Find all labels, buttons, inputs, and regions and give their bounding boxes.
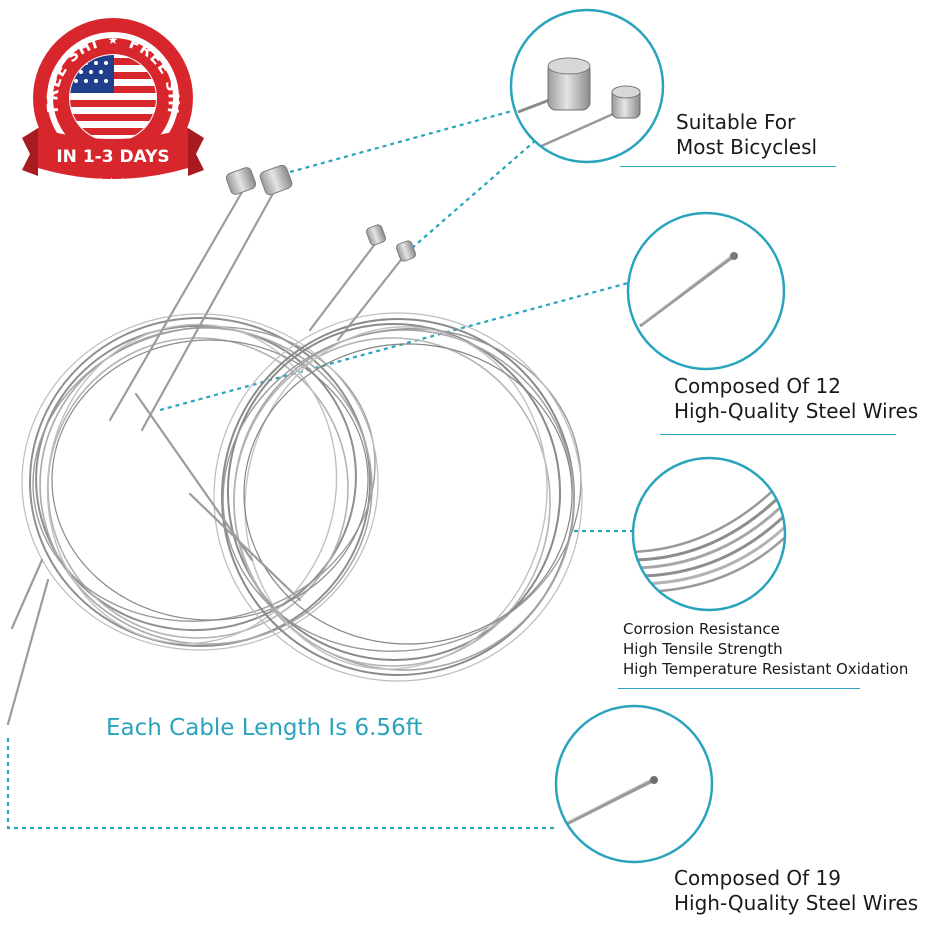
free-ship-badge: FREE SHIP FREE SHIP ★ IN 1-3 DAYS ★★★ (0, 0, 204, 186)
wire-tip-icon (639, 252, 738, 328)
barrel-ends (225, 164, 416, 262)
cable-coils (6, 164, 583, 726)
detail-circle-4 (554, 704, 714, 864)
feature-line: High-Quality Steel Wires (674, 891, 919, 916)
feature-label-compatibility: Suitable For Most Bicyclesl (676, 110, 817, 160)
feature-label-resistance: Corrosion Resistance High Tensile Streng… (623, 620, 908, 679)
feature-line: Composed Of 12 (674, 374, 841, 398)
feature-line: High Tensile Strength (623, 639, 783, 658)
feature-label-12-wires: Composed Of 12 High-Quality Steel Wires (674, 374, 918, 424)
feature-label-19-wires: Composed Of 19 High-Quality Steel Wires (674, 866, 918, 916)
leader-line (411, 139, 537, 249)
leader-lines (6, 109, 633, 830)
feature-underline (618, 688, 860, 689)
leader-line (289, 109, 513, 174)
feature-line: Corrosion Resistance (623, 620, 780, 638)
leader-line (159, 281, 629, 412)
feature-line: Most Bicyclesl (676, 135, 818, 160)
feature-line: Composed Of 19 (674, 866, 841, 890)
feature-line: High-Quality Steel Wires (674, 399, 919, 424)
badge-ribbon-text: IN 1-3 DAYS (56, 147, 169, 167)
feature-underline (660, 434, 896, 435)
detail-circle-2 (626, 211, 786, 371)
feature-underline (620, 166, 836, 167)
coil-right (213, 312, 583, 682)
feature-line: Suitable For (676, 110, 796, 134)
coil-left (21, 313, 379, 651)
detail-circle-3 (631, 456, 787, 612)
leader-line (6, 738, 556, 830)
badge-star-icon: ★ (108, 33, 119, 47)
cable-ends (6, 186, 406, 726)
badge-ribbon (22, 128, 204, 179)
wire-tip-icon (565, 776, 658, 826)
cable-end-barrel-icon (517, 57, 641, 154)
badge-star-icon: ★★★ (96, 176, 129, 186)
detail-circle-1 (509, 8, 665, 164)
cable-length-caption: Each Cable Length Is 6.56ft (106, 715, 423, 741)
feature-line: High Temperature Resistant Oxidation (623, 659, 909, 678)
